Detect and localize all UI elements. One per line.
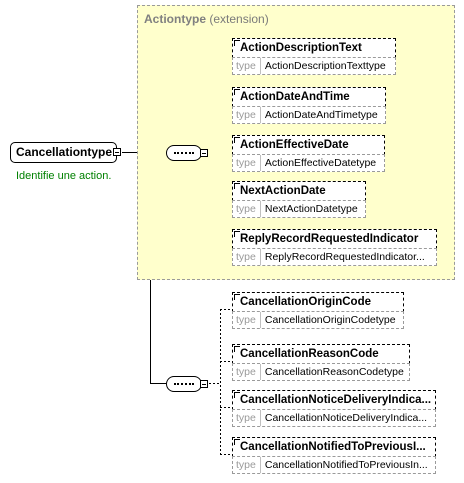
element-name-box: ActionEffectiveDate bbox=[232, 135, 385, 155]
element-type: CancellationNotifiedToPreviousIn... bbox=[264, 459, 428, 471]
sequence-compositor-1[interactable] bbox=[166, 145, 208, 161]
root-documentation: Identifie une action. bbox=[16, 170, 112, 182]
extension-title: Actiontype (extension) bbox=[144, 12, 269, 26]
type-label: type bbox=[233, 312, 261, 328]
root-element-name: Cancellationtype bbox=[16, 145, 113, 159]
optional-marker-icon bbox=[234, 183, 240, 189]
optional-marker-icon bbox=[234, 89, 240, 95]
element-name-box: CancellationOriginCode bbox=[232, 292, 404, 312]
type-label: type bbox=[233, 201, 261, 217]
element-name: ActionEffectiveDate bbox=[240, 139, 349, 151]
type-label: type bbox=[233, 249, 261, 265]
optional-marker-icon bbox=[234, 294, 240, 300]
element-type: ActionDescriptionTexttype bbox=[264, 60, 386, 72]
element-name: ReplyRecordRequestedIndicator bbox=[240, 233, 419, 245]
sequence-icon bbox=[174, 383, 194, 387]
element-name-box: CancellationReasonCode bbox=[232, 344, 410, 364]
element-name-box: NextActionDate bbox=[232, 181, 366, 201]
optional-marker-icon bbox=[234, 346, 240, 352]
extension-name: Actiontype bbox=[144, 12, 207, 26]
optional-marker-icon bbox=[234, 231, 240, 237]
element-name: ActionDateAndTime bbox=[240, 91, 350, 103]
sequence-compositor-2[interactable] bbox=[166, 376, 208, 392]
optional-marker-icon bbox=[234, 439, 240, 445]
type-label: type bbox=[233, 107, 261, 123]
element-type: CancellationReasonCodetype bbox=[264, 366, 404, 378]
element-name-box: ActionDescriptionText bbox=[232, 38, 396, 58]
element-type: CancellationNoticeDeliveryIndica... bbox=[264, 412, 428, 424]
element-name-box: ActionDateAndTime bbox=[232, 87, 386, 107]
element-node[interactable]: CancellationNoticeDeliveryIndica... type… bbox=[232, 390, 436, 427]
sequence-icon bbox=[174, 152, 194, 156]
optional-marker-icon bbox=[234, 137, 240, 143]
element-name-box: CancellationNotifiedToPreviousI... bbox=[232, 437, 436, 457]
collapse-icon[interactable] bbox=[200, 149, 208, 157]
type-label: type bbox=[233, 58, 261, 74]
element-type: CancellationOriginCodetype bbox=[264, 314, 396, 326]
element-name: CancellationOriginCode bbox=[240, 296, 371, 308]
optional-marker-icon bbox=[234, 40, 240, 46]
element-name: NextActionDate bbox=[240, 185, 326, 197]
type-label: type bbox=[233, 457, 261, 473]
element-name: ActionDescriptionText bbox=[240, 42, 362, 54]
optional-marker-icon bbox=[234, 392, 240, 398]
element-name: CancellationReasonCode bbox=[240, 348, 379, 360]
root-element[interactable]: Cancellationtype bbox=[10, 142, 121, 163]
element-type: ActionDateAndTimetype bbox=[264, 109, 378, 121]
type-label: type bbox=[233, 364, 261, 380]
type-label: type bbox=[233, 155, 261, 171]
collapse-icon[interactable] bbox=[113, 148, 121, 156]
element-type: ReplyRecordRequestedIndicator... bbox=[264, 251, 425, 263]
type-label: type bbox=[233, 410, 261, 426]
extension-qualifier: (extension) bbox=[209, 12, 269, 26]
element-type: ActionEffectiveDatetype bbox=[264, 157, 377, 169]
element-type: NextActionDatetype bbox=[264, 203, 358, 215]
element-name-box: CancellationNoticeDeliveryIndica... bbox=[232, 390, 436, 410]
collapse-icon[interactable] bbox=[200, 380, 208, 388]
element-name-box: ReplyRecordRequestedIndicator bbox=[232, 229, 437, 249]
element-name: CancellationNoticeDeliveryIndica... bbox=[240, 394, 432, 406]
element-name: CancellationNotifiedToPreviousI... bbox=[240, 441, 426, 453]
